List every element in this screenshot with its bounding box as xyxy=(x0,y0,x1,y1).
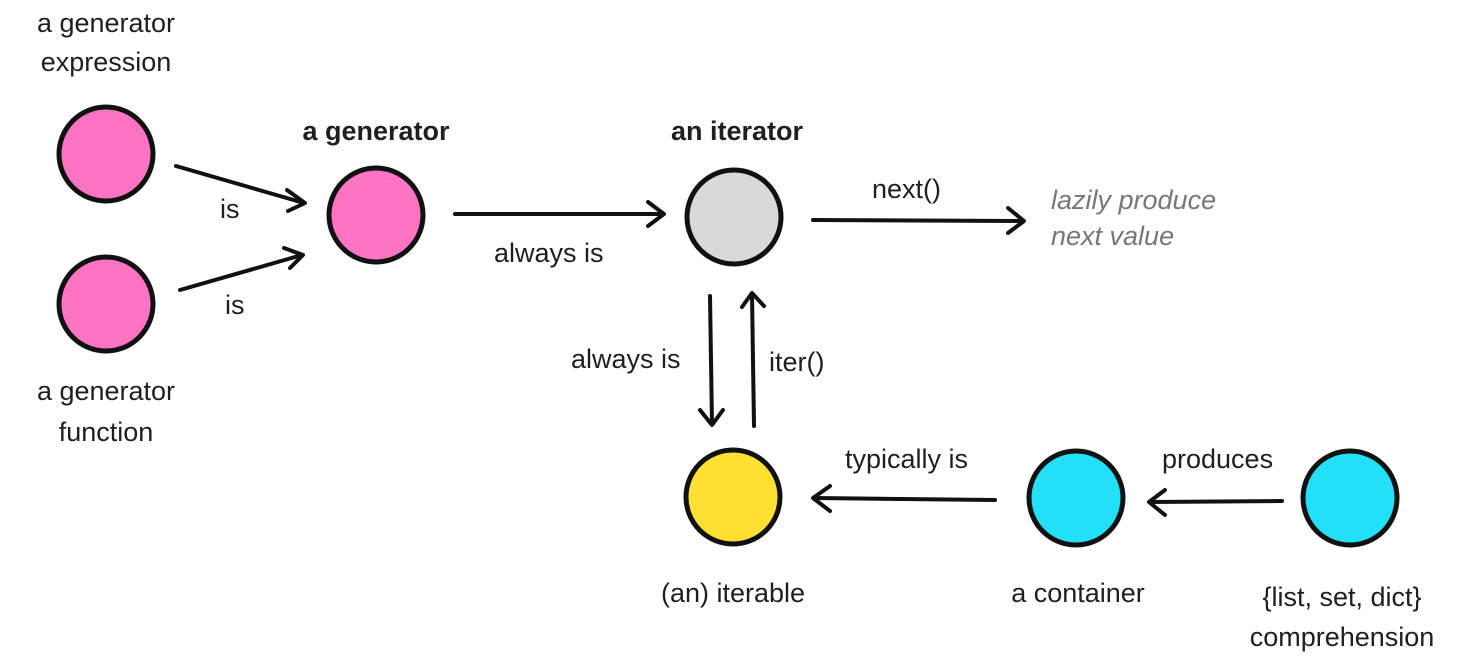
node-iterable xyxy=(683,447,783,547)
result-note-line2: next value xyxy=(1051,221,1175,251)
edge-label-expression-is: is xyxy=(220,194,240,224)
arrow-comprehension-to-container xyxy=(1147,488,1284,517)
label-iterable: (an) iterable xyxy=(660,578,806,608)
node-generator xyxy=(326,165,426,265)
label-iterator: an iterator xyxy=(670,116,804,146)
arrow-generator-to-iterator xyxy=(453,200,666,228)
label-comprehension: {list, set, dict} comprehension xyxy=(1228,580,1456,654)
arrow-expression-to-generator xyxy=(174,164,307,213)
node-container xyxy=(1026,448,1126,548)
arrow-function-to-generator xyxy=(178,246,305,292)
edge-label-function-is: is xyxy=(225,290,245,320)
node-generator-expression xyxy=(56,104,156,204)
label-generator-expression: a generator expression xyxy=(6,6,206,79)
node-comprehension xyxy=(1300,448,1400,548)
edge-label-iter: iter() xyxy=(769,347,825,377)
node-iterator xyxy=(684,167,784,267)
arrow-iterator-to-iterable xyxy=(698,294,725,427)
label-comprehension-line1: {list, set, dict} xyxy=(1262,582,1422,612)
label-generator-function-line1: a generator xyxy=(36,376,176,406)
node-generator-function xyxy=(56,254,156,354)
edge-label-generator-always-is: always is xyxy=(494,238,604,268)
edge-label-iterator-always-is: always is xyxy=(571,344,681,374)
label-generator-function-line2: function xyxy=(58,417,154,447)
label-container: a container xyxy=(1011,578,1145,608)
edge-label-next: next() xyxy=(872,174,942,204)
label-generator: a generator xyxy=(302,116,450,146)
arrow-container-to-iterable xyxy=(811,484,997,513)
arrow-iterator-next xyxy=(811,206,1026,235)
label-generator-function: a generator function xyxy=(6,374,206,449)
result-note: lazily produce next value xyxy=(1051,183,1216,253)
arrow-iterable-to-iterator xyxy=(740,291,766,428)
label-generator-expression-line2: expression xyxy=(40,47,172,77)
edge-label-produces: produces xyxy=(1162,444,1274,474)
label-comprehension-line2: comprehension xyxy=(1249,622,1435,652)
result-note-line1: lazily produce xyxy=(1051,185,1217,215)
label-generator-expression-line1: a generator xyxy=(36,8,176,38)
edge-label-typically-is: typically is xyxy=(845,444,969,474)
